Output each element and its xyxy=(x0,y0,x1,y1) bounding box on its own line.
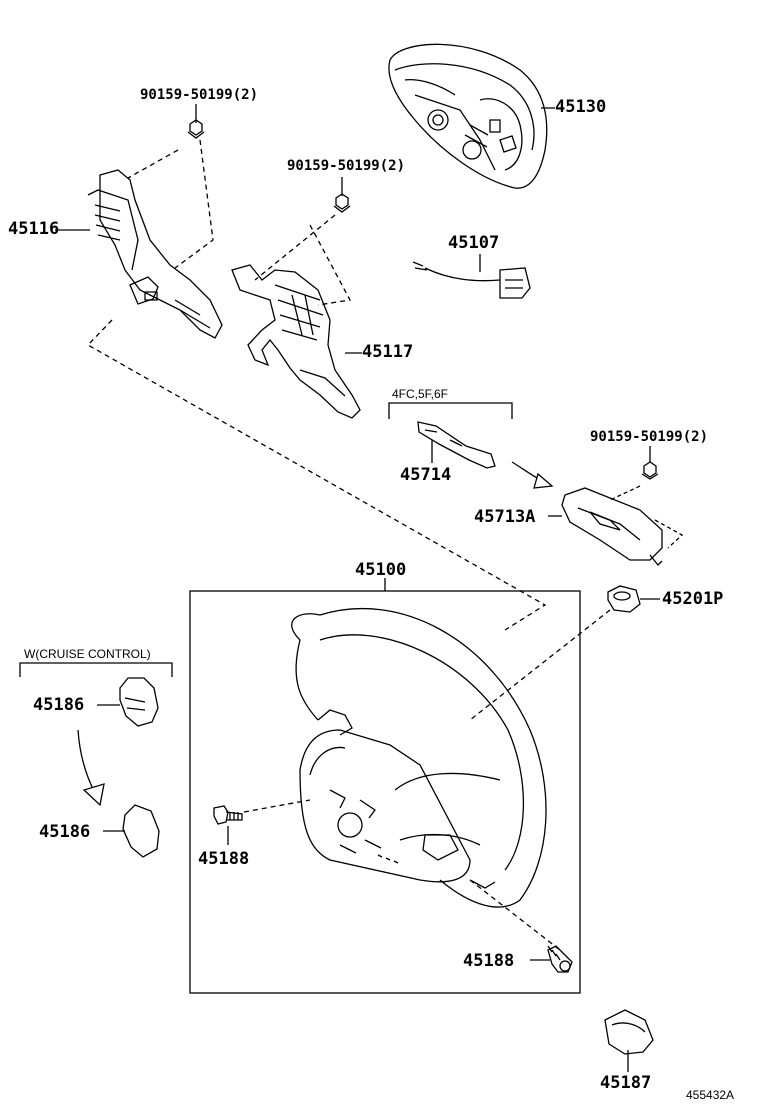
label-airbag[interactable]: 45130 xyxy=(555,97,607,117)
bolt-top-left-drawing xyxy=(187,104,205,139)
variant-group-bracket xyxy=(388,402,513,419)
figure-id: 455432A xyxy=(686,1088,735,1102)
label-screw-bottom[interactable]: 45188 xyxy=(463,951,515,971)
label-left-cover[interactable]: 45116 xyxy=(8,219,60,239)
airbag-45130-drawing[interactable] xyxy=(388,43,555,189)
label-cap[interactable]: 45187 xyxy=(600,1073,652,1093)
label-variant: 4FC,5F,6F xyxy=(392,387,449,401)
screw-left-drawing[interactable] xyxy=(213,805,243,845)
nut-45201P-drawing[interactable] xyxy=(607,585,660,613)
label-cruise-group: W(CRUISE CONTROL) xyxy=(24,647,151,661)
arrow-to-switch xyxy=(511,461,554,489)
label-bolt-right[interactable]: 90159-50199(2) xyxy=(590,429,709,445)
label-bracket[interactable]: 45714 xyxy=(400,465,452,485)
guide-lines-wheel xyxy=(243,609,611,951)
label-wheel-assy[interactable]: 45100 xyxy=(355,560,407,580)
harness-45107-drawing[interactable] xyxy=(412,254,531,299)
bolt-right-drawing xyxy=(609,446,659,501)
label-cruise-switch-1[interactable]: 45186 xyxy=(33,695,85,715)
cruise-switch-1-drawing[interactable] xyxy=(97,677,159,727)
bracket-45714-drawing[interactable] xyxy=(417,421,496,469)
label-cruise-switch-2[interactable]: 45186 xyxy=(39,822,91,842)
steering-wheel-45100-drawing[interactable] xyxy=(291,607,547,908)
switch-assy-45713A-drawing[interactable] xyxy=(548,487,684,566)
cruise-switch-2-drawing[interactable] xyxy=(103,804,160,858)
left-cover-45116-drawing[interactable] xyxy=(55,169,223,339)
label-right-cover[interactable]: 45117 xyxy=(362,342,414,362)
bolt-center-drawing xyxy=(333,177,351,213)
flow-arrow-cruise xyxy=(77,729,105,807)
screw-bottom-drawing[interactable] xyxy=(530,945,573,973)
label-bolt-top-left[interactable]: 90159-50199(2) xyxy=(140,87,259,103)
right-cover-45117-drawing[interactable] xyxy=(231,264,362,419)
label-screw-left[interactable]: 45188 xyxy=(198,849,250,869)
cruise-group-bracket xyxy=(19,662,173,677)
guide-lines-top xyxy=(86,139,547,631)
label-bolt-center[interactable]: 90159-50199(2) xyxy=(287,158,406,174)
label-switch-assy[interactable]: 45713A xyxy=(474,507,536,527)
label-harness[interactable]: 45107 xyxy=(448,233,500,253)
label-nut[interactable]: 45201P xyxy=(662,589,724,609)
wheel-assy-box xyxy=(189,578,581,994)
cap-45187-drawing[interactable] xyxy=(604,1009,654,1072)
